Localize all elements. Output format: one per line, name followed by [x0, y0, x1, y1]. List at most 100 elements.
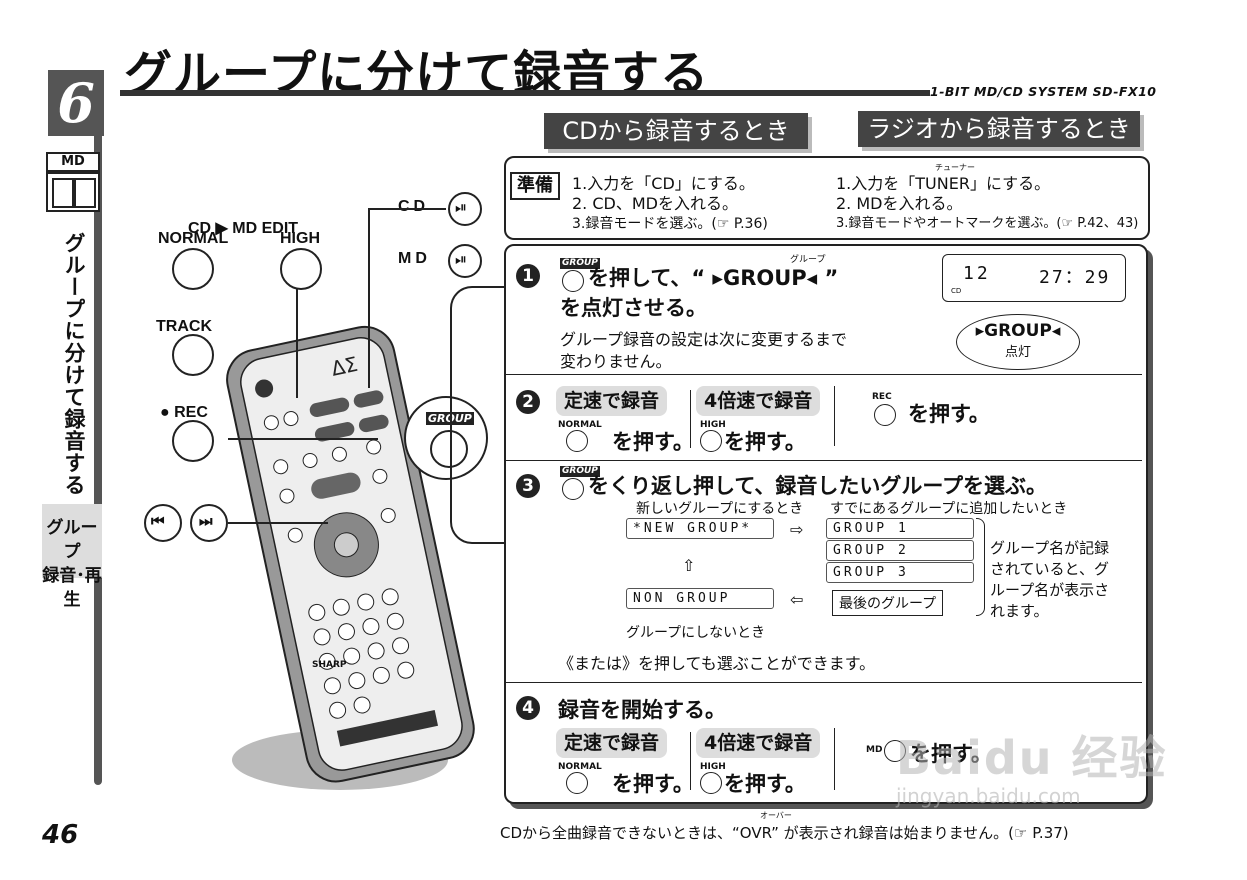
prep-radio-3: 3.録音モードやオートマークを選ぶ。(☞ P.42、43)	[836, 216, 1139, 231]
step4-normal-press: を押す。	[612, 772, 694, 796]
prep-label: 準備	[510, 172, 560, 200]
step1-ruby: グループ	[790, 255, 826, 265]
side-tab-line2: 録音･再生	[42, 566, 102, 610]
divider	[834, 386, 835, 446]
skip-forward-icon: ⏭	[199, 512, 213, 530]
step1-note1: グループ録音の設定は次に変更するまで	[560, 330, 848, 349]
step4-md-btn-label: MD	[866, 745, 883, 755]
pointer-line	[368, 208, 446, 210]
chapter-rail	[94, 130, 102, 785]
normal-button[interactable]	[172, 248, 214, 290]
skip-back-icon: ⏮	[151, 512, 165, 530]
label-cd: CD	[398, 198, 430, 215]
label-rec: ● REC	[160, 404, 208, 421]
divider	[690, 390, 691, 448]
pointer-line	[296, 288, 298, 398]
lcd-disc: 12	[963, 263, 991, 284]
high-button[interactable]	[280, 248, 322, 290]
step2-rec-press: を押す。	[908, 402, 990, 426]
step2-normal-press: を押す。	[612, 430, 694, 454]
step1-number: 1	[516, 264, 540, 288]
label-high: HIGH	[280, 230, 320, 247]
lcd-group-3: GROUP 3	[826, 562, 974, 583]
step3-group-button[interactable]	[562, 478, 584, 500]
step2-normal-label: 定速で録音	[556, 386, 668, 416]
md-label: MD	[46, 152, 100, 172]
cd-play-button[interactable]: ⏯	[448, 192, 482, 226]
md-icon: MD	[46, 152, 100, 212]
md-play-button[interactable]: ⏯	[448, 244, 482, 278]
prep-radio-1: 1.入力を「TUNER」にする。	[836, 174, 1051, 193]
arrow-left-icon: ⇦	[790, 590, 804, 609]
remote-brand: SHARP	[312, 660, 347, 670]
header-radio: ラジオから録音するとき	[858, 111, 1140, 147]
step3-none-caption: グループにしないとき	[626, 625, 766, 641]
skip-forward-button[interactable]: ⏭	[190, 504, 228, 542]
step4-md-play-button[interactable]	[884, 740, 906, 762]
step3-group-badge: GROUP	[560, 466, 600, 477]
rec-button[interactable]	[172, 420, 214, 462]
skip-back-button[interactable]: ⏮	[144, 504, 182, 542]
watermark-main: Baidu 经验	[896, 731, 1168, 785]
group-button[interactable]	[430, 430, 468, 468]
side-tab-group[interactable]: グループ 録音･再生	[42, 504, 102, 610]
step4-text: 録音を開始する。	[558, 698, 726, 722]
step2-high-label: 4倍速で録音	[696, 386, 821, 416]
divider	[690, 732, 691, 790]
play-pause-icon: ⏯	[455, 198, 468, 216]
divider	[506, 460, 1142, 461]
step1-line1: を押して、“ ▸GROUP◂ ”	[588, 266, 839, 290]
prep-cd-3: 3.録音モードを選ぶ。(☞ P.36)	[572, 216, 768, 232]
lcd-non-group: NON GROUP	[626, 588, 774, 609]
bubble-group: ▸GROUP◂	[975, 321, 1061, 341]
step1-group-button[interactable]	[562, 270, 584, 292]
group-bracket	[450, 286, 504, 544]
track-button[interactable]	[172, 334, 214, 376]
label-normal: NORMAL	[158, 230, 229, 247]
step3-existing-caption: すでにあるグループに追加したいとき	[830, 501, 1068, 517]
step4-high-btn-label: HIGH	[700, 762, 726, 772]
step4-high-press: を押す。	[724, 772, 806, 796]
prep-cd-1: 1.入力を「CD」にする。	[572, 174, 755, 193]
footer-note: CDから全曲録音できないときは、“OVR” が表示され録音は始まりません。(☞ …	[500, 824, 1069, 842]
prep-box	[504, 156, 1150, 240]
step2-high-btn-label: HIGH	[700, 420, 726, 430]
step2-high-press: を押す。	[724, 430, 806, 454]
step4-md-press: を押す。	[910, 742, 992, 766]
chapter-number: 6	[48, 70, 104, 136]
step2-normal-btn-label: NORMAL	[558, 420, 602, 430]
pointer-line	[228, 438, 378, 440]
step1-line2: を点灯させる。	[560, 296, 707, 320]
step3-last-group: 最後のグループ	[832, 590, 944, 616]
step3-text: をくり返し押して、録音したいグループを選ぶ。	[588, 474, 1048, 498]
step2-rec-button[interactable]	[874, 404, 896, 426]
divider	[834, 728, 835, 790]
step2-normal-button[interactable]	[566, 430, 588, 452]
step4-high-button[interactable]	[700, 772, 722, 794]
divider	[506, 374, 1142, 375]
vertical-chapter-title: グループに分けて録音する	[62, 232, 86, 496]
label-track: TRACK	[156, 318, 212, 335]
step4-high-label: 4倍速で録音	[696, 728, 821, 758]
step4-normal-button[interactable]	[566, 772, 588, 794]
group-badge: GROUP	[426, 412, 474, 425]
step3-side-note: グループ名が記録 されていると、グ ループ名が表示さ れます。	[990, 539, 1110, 620]
group-brace	[976, 518, 985, 616]
svg-text:ΔΣ: ΔΣ	[329, 352, 360, 381]
lcd-group-2: GROUP 2	[826, 540, 974, 561]
step4-normal-label: 定速で録音	[556, 728, 668, 758]
prep-radio-2: 2. MDを入れる。	[836, 194, 963, 213]
arrow-right-icon: ⇨	[790, 520, 804, 539]
arrow-up-icon: ⇧	[682, 556, 696, 575]
step4-normal-btn-label: NORMAL	[558, 762, 602, 772]
step3-number: 3	[516, 474, 540, 498]
prep-cd-2: 2. CD、MDを入れる。	[572, 194, 738, 213]
divider	[506, 682, 1142, 683]
step3-hint: 《または》を押しても選ぶことができます。	[558, 654, 876, 673]
lcd-group-1: GROUP 1	[826, 518, 974, 539]
step2-high-button[interactable]	[700, 430, 722, 452]
title-underline	[120, 90, 930, 96]
lcd-time: 27：29	[1039, 267, 1111, 288]
step3-new-caption: 新しいグループにするとき	[636, 501, 804, 517]
label-cd-md-edit: CD ▶ MD EDIT	[188, 220, 299, 237]
